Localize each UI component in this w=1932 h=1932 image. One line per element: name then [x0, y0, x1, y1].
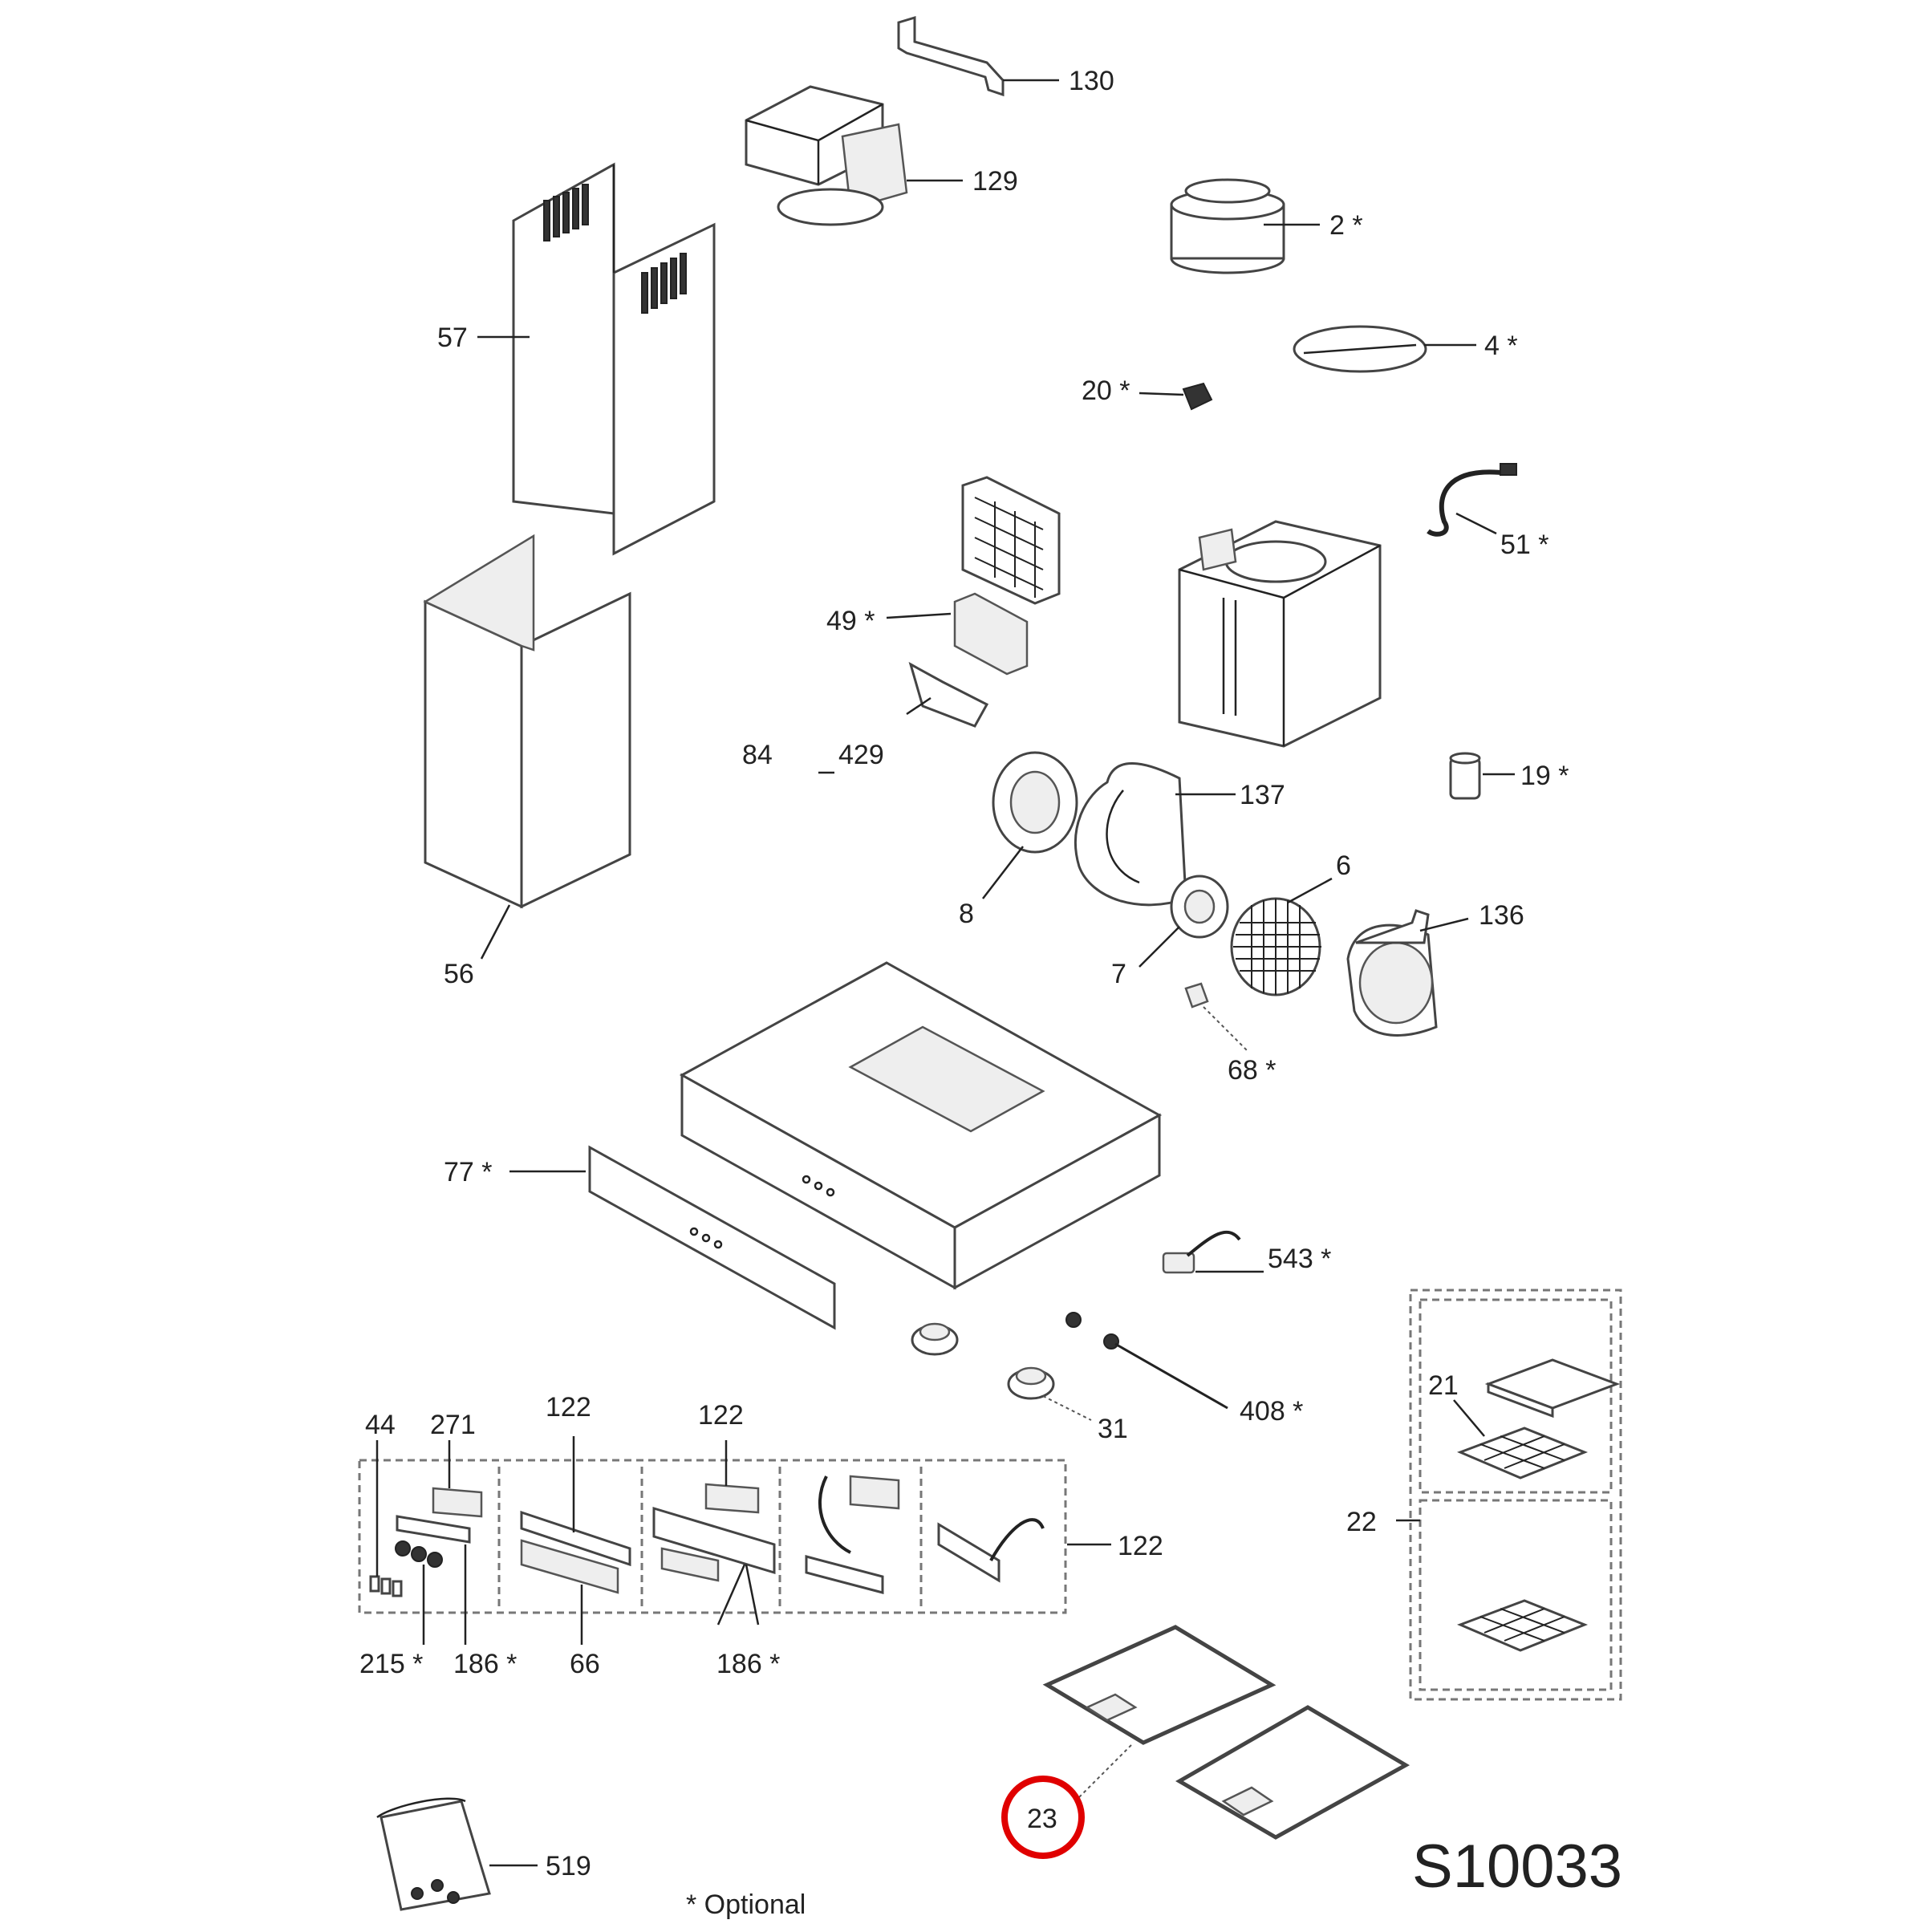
- carbon-filter-box: [1396, 1289, 1622, 1701]
- label-23: 23: [1027, 1804, 1057, 1834]
- label-22: 22: [1346, 1507, 1377, 1537]
- part-knobs: [911, 1322, 1092, 1421]
- part-20-connector: [1138, 382, 1213, 411]
- label-519: 519: [546, 1851, 591, 1881]
- control-kit-4: [805, 1475, 900, 1594]
- label-31: 31: [1098, 1414, 1128, 1444]
- part-hood-body: [679, 961, 1163, 1290]
- label-122a: 122: [546, 1392, 591, 1423]
- label-271: 271: [430, 1410, 476, 1440]
- label-4: 4 *: [1484, 331, 1518, 361]
- label-408: 408 *: [1240, 1396, 1303, 1427]
- label-49: 49 *: [826, 606, 875, 636]
- part-49-control-board: [886, 476, 1061, 676]
- label-543: 543 *: [1268, 1244, 1331, 1274]
- diagram-code: S10033: [1412, 1833, 1622, 1901]
- label-68: 68 *: [1228, 1055, 1276, 1086]
- control-module-options-box: [358, 1459, 1111, 1614]
- part-429-clip: [818, 661, 989, 774]
- part-77-front-panel: [509, 1145, 836, 1330]
- part-23-grease-filters: [1042, 1625, 1410, 1840]
- label-20: 20 *: [1082, 375, 1130, 406]
- label-6: 6: [1336, 850, 1351, 881]
- part-56-lower-chimney: [423, 534, 631, 960]
- part-motor-housing: [1178, 520, 1382, 748]
- part-7-motor: [1138, 875, 1229, 968]
- label-130: 130: [1069, 66, 1114, 96]
- part-543-cable: [1162, 1230, 1264, 1274]
- control-kit-1: [369, 1440, 483, 1645]
- label-129: 129: [972, 166, 1018, 197]
- label-8: 8: [959, 899, 974, 929]
- part-136-blower-housing: [1346, 909, 1469, 1037]
- part-68-switch: [1184, 982, 1248, 1052]
- label-215: 215 *: [359, 1649, 423, 1679]
- part-129-duct-adaptor: [745, 85, 963, 226]
- label-66: 66: [570, 1649, 600, 1679]
- label-44: 44: [365, 1410, 396, 1440]
- part-408-wire: [1065, 1312, 1228, 1410]
- label-51: 51 *: [1500, 530, 1549, 560]
- part-8-plate: [982, 751, 1078, 899]
- label-57: 57: [437, 323, 468, 353]
- label-77: 77 *: [444, 1157, 493, 1187]
- label-2: 2 *: [1329, 210, 1363, 241]
- label-186b: 186 *: [716, 1649, 780, 1679]
- control-kit-2: [520, 1436, 631, 1645]
- part-2-collar: [1170, 178, 1320, 274]
- highlight-circle-23: [1001, 1776, 1085, 1859]
- part-6-fan-wheel: [1230, 877, 1333, 996]
- label-56: 56: [444, 959, 474, 989]
- label-7: 7: [1111, 959, 1126, 989]
- label-84: 84: [742, 740, 773, 770]
- label-19: 19 *: [1520, 761, 1569, 791]
- control-kit-5: [937, 1518, 1045, 1583]
- optional-note: * Optional: [686, 1889, 806, 1920]
- label-429: 429: [838, 740, 884, 770]
- label-21: 21: [1428, 1370, 1459, 1401]
- label-186a: 186 *: [453, 1649, 517, 1679]
- label-137: 137: [1240, 780, 1285, 810]
- part-51-cable: [1427, 463, 1517, 537]
- part-137-scroll: [1074, 762, 1236, 907]
- part-19-capacitor: [1449, 752, 1515, 800]
- part-4-disk: [1293, 325, 1476, 373]
- part-130-bracket: [897, 15, 1059, 97]
- part-519-hardware-bag: [376, 1797, 538, 1911]
- label-136: 136: [1479, 900, 1524, 931]
- label-122c: 122: [1118, 1531, 1163, 1561]
- control-kit-3: [652, 1440, 776, 1626]
- part-57-upper-chimney: [477, 162, 716, 556]
- label-122b: 122: [698, 1400, 744, 1431]
